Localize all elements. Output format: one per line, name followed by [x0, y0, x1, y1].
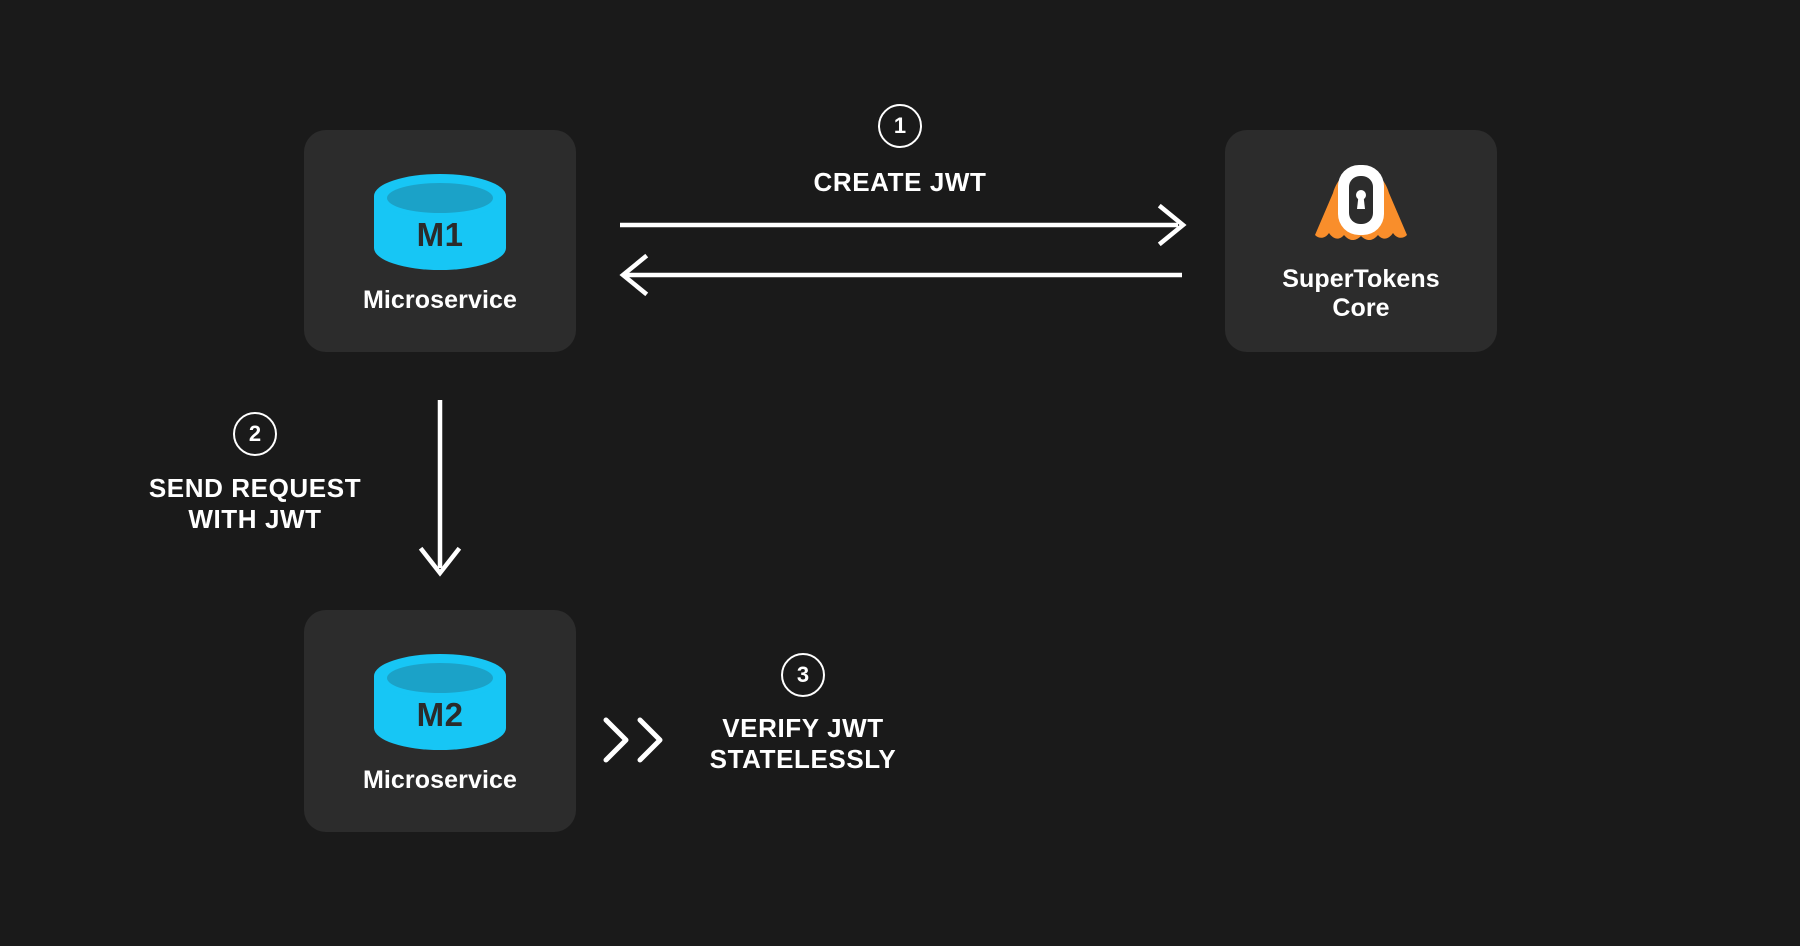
node-supertokens-core[interactable]: SuperTokens Core — [1225, 130, 1497, 352]
node-m1-badge: M1 — [416, 215, 464, 253]
step-1-number: 1 — [893, 113, 907, 138]
step-1-caption: CREATE JWT — [813, 167, 987, 197]
step-3-caption: VERIFY JWT STATELESSLY — [709, 713, 897, 774]
arrow-down-m1-to-m2 — [418, 400, 462, 577]
step-2-number-badge: 2 — [233, 412, 277, 456]
step-1-number-badge: 1 — [878, 104, 922, 148]
database-cylinder-icon: M2 — [370, 653, 510, 750]
node-m1-label: Microservice — [362, 285, 518, 314]
step-2-caption: SEND REQUEST WITH JWT — [148, 473, 362, 534]
arrow-right-m1-to-core — [620, 203, 1187, 247]
node-m2-badge: M2 — [416, 695, 464, 733]
step-3-number: 3 — [796, 662, 810, 687]
node-m1-microservice[interactable]: M1 Microservice — [304, 130, 576, 352]
node-core-label-line2: Core — [1332, 294, 1390, 322]
step-3-number-badge: 3 — [781, 653, 825, 697]
arrow-left-core-to-m1 — [619, 253, 1182, 297]
node-m2-microservice[interactable]: M2 Microservice — [304, 610, 576, 832]
double-chevron-right-icon — [603, 717, 663, 763]
node-m2-label: Microservice — [362, 765, 518, 794]
supertokens-logo-icon — [1307, 159, 1415, 251]
node-core-label-line1: SuperTokens — [1282, 265, 1440, 294]
database-cylinder-icon: M1 — [370, 173, 510, 270]
step-2-number: 2 — [248, 421, 262, 446]
